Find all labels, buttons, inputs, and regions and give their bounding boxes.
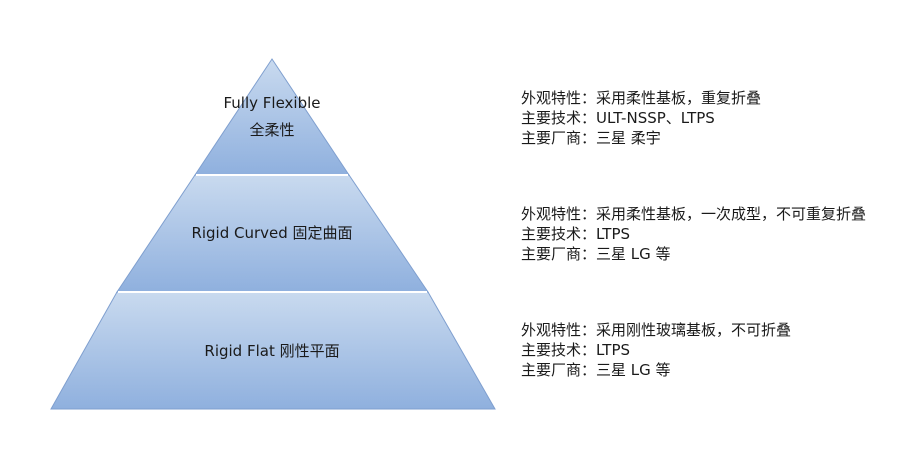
technology-text: 主要技术：LTPS: [521, 341, 631, 359]
technology-text: 主要技术：LTPS: [521, 225, 631, 243]
pyramid-tier-top: [194, 58, 350, 176]
tier-middle-label: Rigid Curved 固定曲面: [191, 224, 352, 242]
appearance-text: 外观特性：采用刚性玻璃基板，不可折叠: [521, 321, 792, 339]
appearance-text: 外观特性：采用柔性基板，一次成型，不可重复折叠: [521, 205, 867, 223]
technology-text: 主要技术：ULT-NSSP、LTPS: [521, 109, 715, 127]
vendors-text: 主要厂商：三星 LG 等: [521, 245, 671, 263]
description-rigid-curved: 外观特性：采用柔性基板，一次成型，不可重复折叠 主要技术：LTPS 主要厂商：三…: [521, 204, 891, 264]
vendors-text: 主要厂商：三星 LG 等: [521, 361, 671, 379]
description-fully-flexible: 外观特性：采用柔性基板，重复折叠 主要技术：ULT-NSSP、LTPS 主要厂商…: [521, 88, 891, 148]
vendors-text: 主要厂商：三星 柔宇: [521, 129, 661, 147]
tier-top-label-en: Fully Flexible: [223, 94, 320, 112]
description-rigid-flat: 外观特性：采用刚性玻璃基板，不可折叠 主要技术：LTPS 主要厂商：三星 LG …: [521, 320, 891, 380]
tier-top-label-zh: 全柔性: [249, 121, 294, 139]
appearance-text: 外观特性：采用柔性基板，重复折叠: [521, 89, 762, 107]
tier-bottom-label: Rigid Flat 刚性平面: [204, 342, 339, 360]
